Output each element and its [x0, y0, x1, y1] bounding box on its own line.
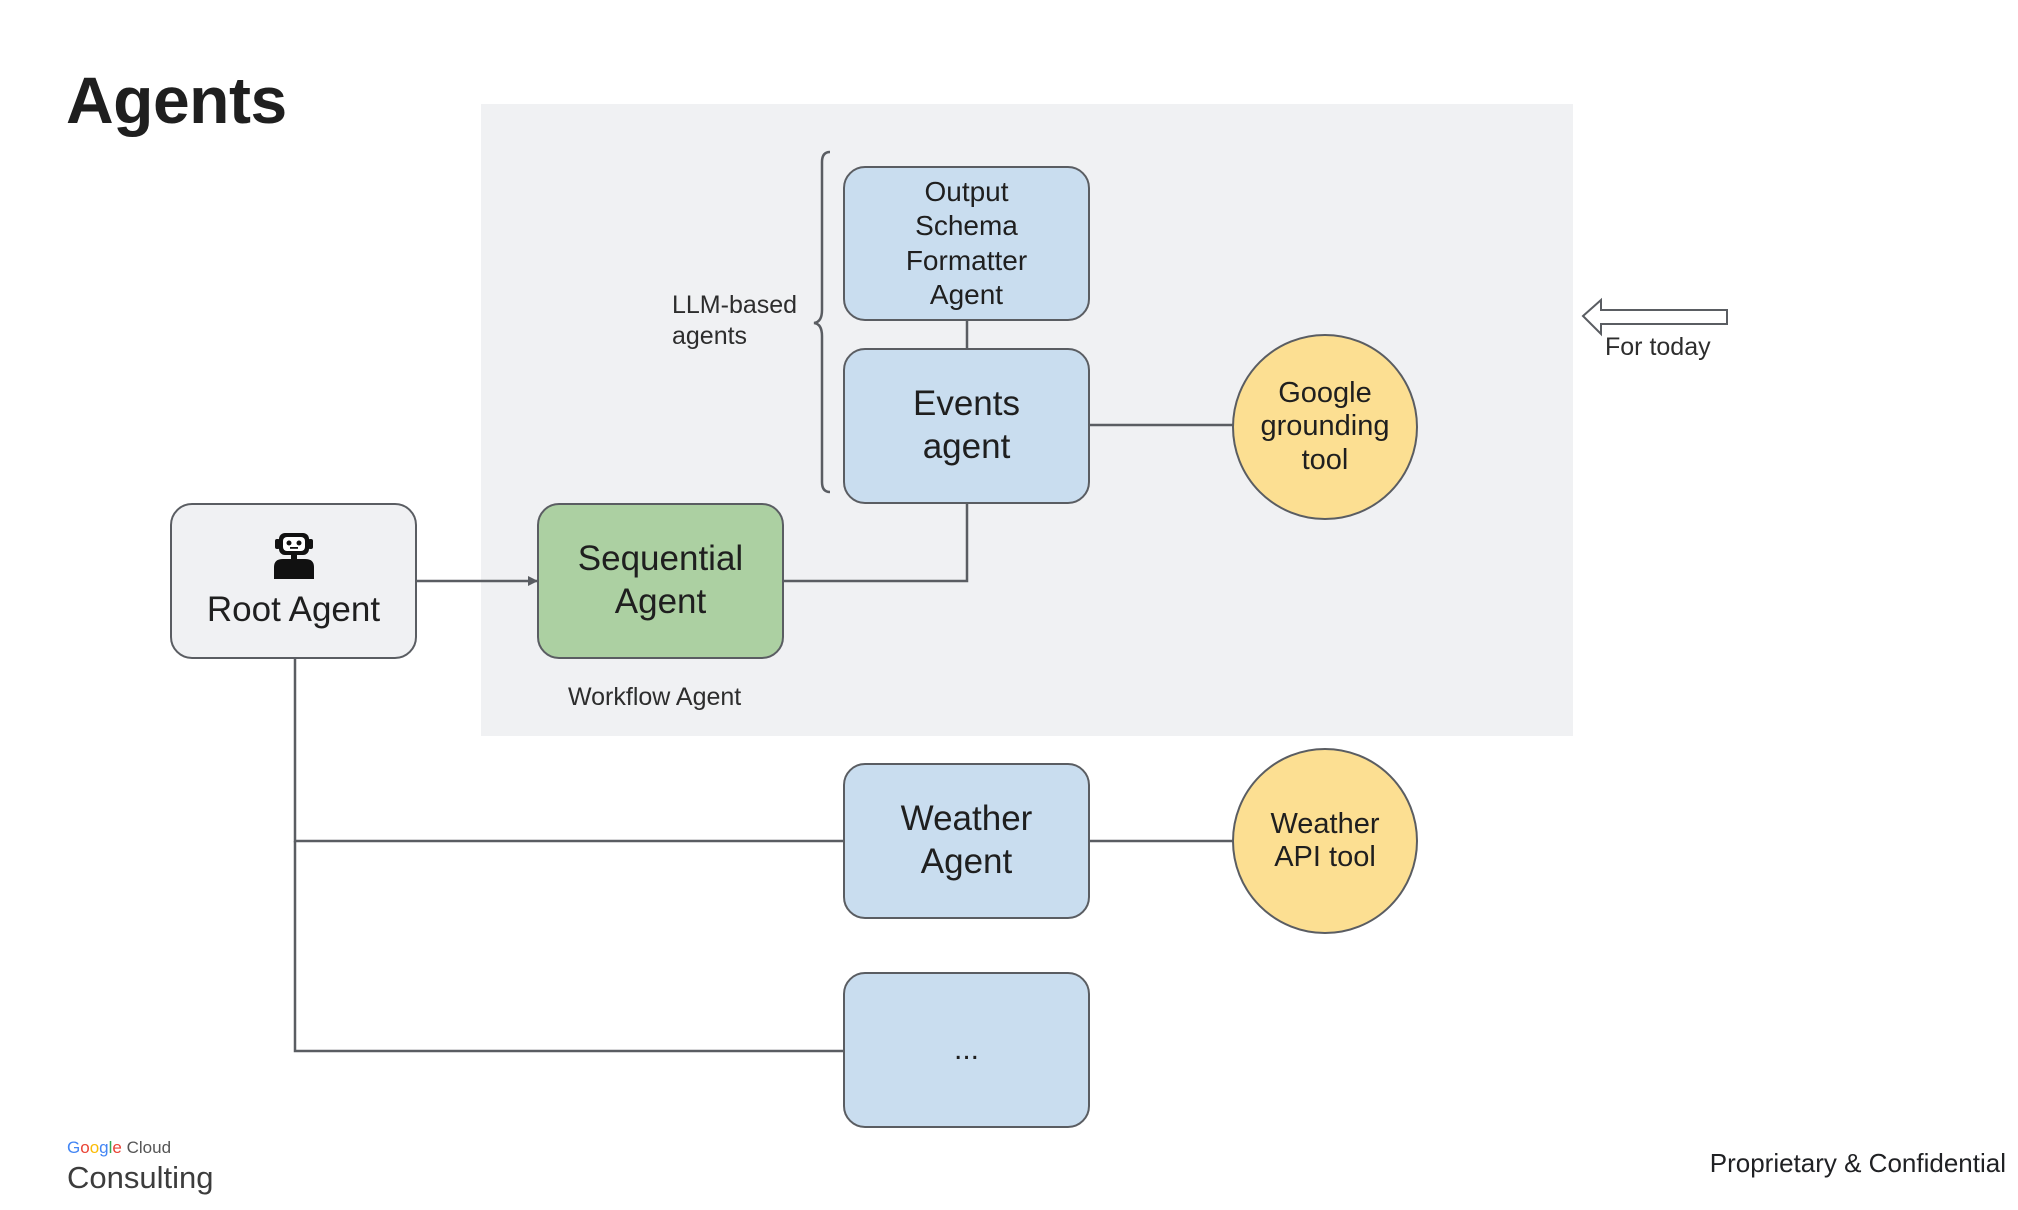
weather-api-tool[interactable]: Weather API tool [1232, 748, 1418, 934]
root-to-more-connector [293, 841, 845, 1053]
root-agent[interactable]: Root Agent [170, 503, 417, 659]
google-grounding-tool[interactable]: Google grounding tool [1232, 334, 1418, 520]
for-today-arrow-icon [1581, 297, 1728, 337]
confidentiality-footer: Proprietary & Confidential [1709, 1148, 2006, 1178]
llm-based-agents-label: LLM-based agents [672, 291, 798, 351]
google-cloud-wordmark: Google Cloud [67, 1138, 172, 1157]
more-agents-node[interactable]: ... [843, 972, 1090, 1128]
sequential-to-events-connector [784, 503, 969, 583]
workflow-agent-caption: Workflow Agent [568, 683, 742, 711]
consulting-wordmark: Consulting [67, 1160, 214, 1195]
llm-group-brace [813, 150, 831, 494]
slide-title: Agents [66, 63, 287, 137]
robot-icon [273, 532, 314, 579]
events-agent[interactable]: Events agent [843, 348, 1090, 504]
sequential-agent[interactable]: Sequential Agent [537, 503, 784, 659]
google-cloud-consulting-logo: Google Cloud Consulting [67, 1138, 213, 1196]
weather-agent[interactable]: Weather Agent [843, 763, 1090, 919]
output-schema-formatter-agent[interactable]: Output Schema Formatter Agent [843, 166, 1090, 321]
for-today-label: For today [1605, 333, 1711, 361]
